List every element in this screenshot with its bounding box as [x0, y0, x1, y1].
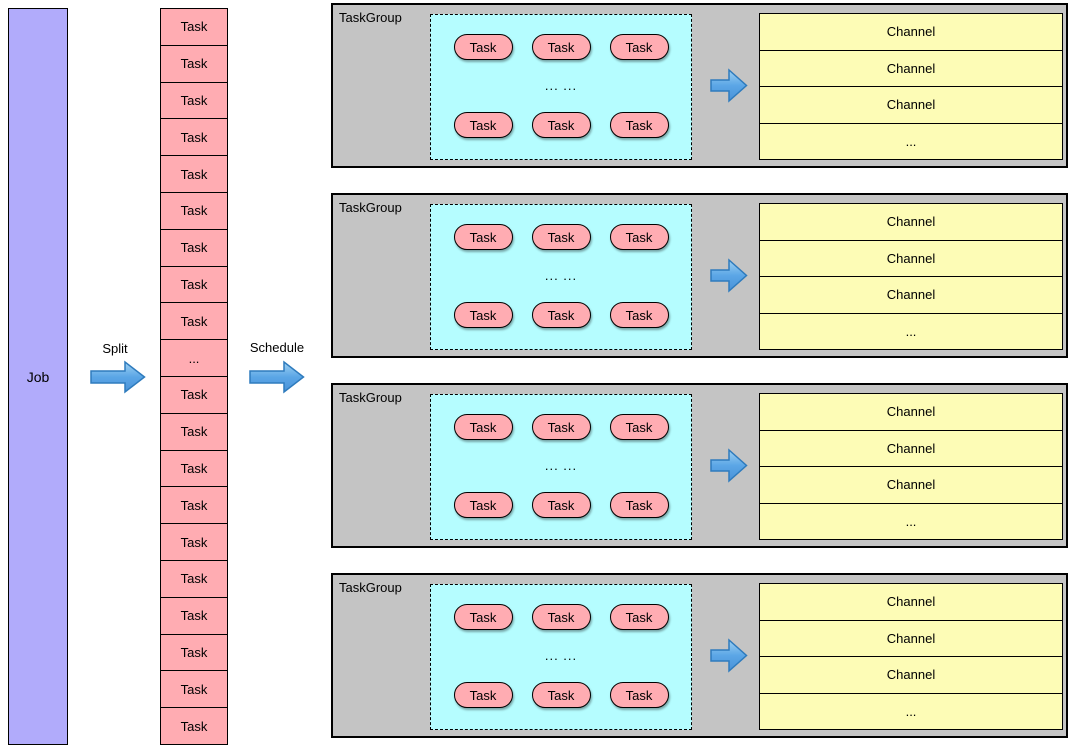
channel-row: Channel [886, 404, 936, 420]
task-pill-row: Task Task Task [431, 682, 691, 708]
task-pill: Task [531, 682, 591, 708]
task-cell: Task [161, 670, 227, 707]
channel-row-ellipsis: ... [760, 502, 1062, 540]
schedule-label: Schedule [249, 340, 305, 355]
channel-row: Channel [886, 24, 936, 40]
taskgroup-label: TaskGroup [339, 10, 402, 25]
taskgroup-label: TaskGroup [339, 390, 402, 405]
channel-row: Channel [760, 619, 1062, 657]
group-arrow-right-icon [710, 258, 748, 293]
channel-stack: Channel Channel Channel ... [759, 393, 1063, 540]
channel-row: Channel [760, 239, 1062, 277]
job-box: Job [8, 8, 68, 745]
split-label: Split [102, 341, 128, 356]
task-cell: Task [161, 118, 227, 155]
task-pill-row: Task Task Task [431, 604, 691, 630]
task-cell: Task [180, 19, 208, 35]
channel-row: Channel [886, 214, 936, 230]
task-pill-row: Task Task Task [431, 492, 691, 518]
taskgroup-box: TaskGroup Task Task Task ... ... Task Ta… [331, 383, 1068, 548]
channel-stack: Channel Channel Channel ... [759, 583, 1063, 730]
task-pill-row: Task Task Task [431, 302, 691, 328]
task-cell: Task [161, 81, 227, 119]
task-pool-ellipsis: ... ... [544, 648, 578, 663]
task-pool-ellipsis: ... ... [544, 458, 578, 473]
taskgroup-box: TaskGroup Task Task Task ... ... Task Ta… [331, 193, 1068, 358]
task-cell: Task [161, 228, 227, 266]
channel-row-ellipsis: ... [760, 122, 1062, 160]
task-pill: Task [531, 492, 591, 518]
task-pill: Task [531, 604, 591, 630]
channel-stack: Channel Channel Channel ... [759, 203, 1063, 350]
task-pill: Task [453, 302, 513, 328]
task-pill: Task [609, 492, 669, 518]
taskgroup-box: TaskGroup Task Task Task ... ... Task Ta… [331, 3, 1068, 168]
task-cell: Task [161, 523, 227, 560]
task-pill: Task [453, 604, 513, 630]
task-pill: Task [609, 224, 669, 250]
task-pool: Task Task Task ... ... Task Task Task [430, 14, 692, 160]
task-pill: Task [531, 34, 591, 60]
task-pool-ellipsis: ... ... [544, 268, 578, 283]
task-cell: Task [161, 449, 227, 487]
task-pill: Task [609, 682, 669, 708]
task-pill: Task [531, 302, 591, 328]
task-pill: Task [609, 604, 669, 630]
task-pill: Task [453, 34, 513, 60]
task-pill-row: Task Task Task [431, 224, 691, 250]
group-arrow-right-icon [710, 68, 748, 103]
task-pill: Task [531, 112, 591, 138]
task-pill: Task [453, 112, 513, 138]
channel-row: Channel [760, 86, 1062, 123]
task-pill: Task [453, 414, 513, 440]
task-pill-row: Task Task Task [431, 414, 691, 440]
task-cell: Task [161, 191, 227, 229]
task-pill-row: Task Task Task [431, 112, 691, 138]
task-cell: Task [161, 633, 227, 671]
task-cell: Task [161, 559, 227, 597]
task-cell: Task [161, 155, 227, 192]
schedule-arrow-right-icon [249, 360, 305, 394]
channel-row: Channel [760, 276, 1062, 313]
channel-stack: Channel Channel Channel ... [759, 13, 1063, 160]
channel-row-ellipsis: ... [760, 692, 1062, 730]
split-arrow-right-icon [90, 360, 146, 394]
task-pool: Task Task Task ... ... Task Task Task [430, 394, 692, 540]
channel-row: Channel [760, 656, 1062, 693]
task-cell: Task [161, 265, 227, 303]
task-cell-ellipsis: ... [161, 339, 227, 376]
task-pill-row: Task Task Task [431, 34, 691, 60]
task-pill: Task [453, 492, 513, 518]
task-pool-ellipsis: ... ... [544, 78, 578, 93]
task-cell: Task [161, 302, 227, 339]
task-pill: Task [609, 302, 669, 328]
channel-row: Channel [886, 594, 936, 610]
task-pill: Task [609, 34, 669, 60]
channel-row: Channel [760, 466, 1062, 503]
task-pill: Task [531, 414, 591, 440]
task-pill: Task [453, 224, 513, 250]
taskgroup-label: TaskGroup [339, 580, 402, 595]
group-arrow-right-icon [710, 448, 748, 483]
task-pill: Task [609, 112, 669, 138]
task-pool: Task Task Task ... ... Task Task Task [430, 204, 692, 350]
task-pill: Task [531, 224, 591, 250]
taskgroup-label: TaskGroup [339, 200, 402, 215]
task-pill: Task [609, 414, 669, 440]
channel-row-ellipsis: ... [760, 312, 1062, 350]
task-cell: Task [161, 375, 227, 413]
taskgroup-box: TaskGroup Task Task Task ... ... Task Ta… [331, 573, 1068, 738]
task-cell: Task [161, 707, 227, 744]
group-arrow-right-icon [710, 638, 748, 673]
task-cell: Task [161, 412, 227, 450]
task-pool: Task Task Task ... ... Task Task Task [430, 584, 692, 730]
job-label: Job [26, 368, 50, 385]
task-cell: Task [161, 596, 227, 634]
task-pill: Task [453, 682, 513, 708]
task-column: Task Task Task Task Task Task Task Task … [160, 8, 228, 745]
task-cell: Task [161, 486, 227, 523]
channel-row: Channel [760, 429, 1062, 467]
task-cell: Task [161, 44, 227, 82]
channel-row: Channel [760, 49, 1062, 87]
